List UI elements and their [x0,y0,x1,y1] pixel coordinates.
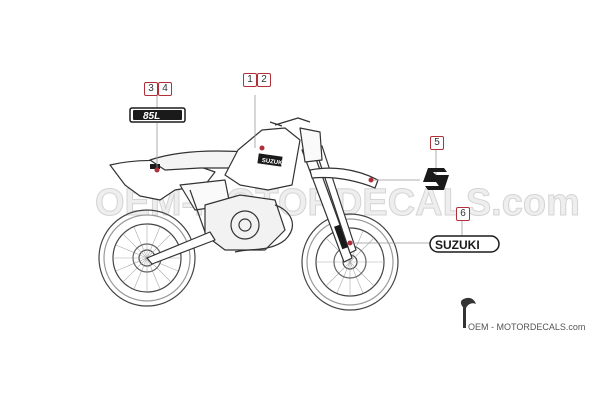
watermark-caption: OEM - MOTORDECALS.com [468,322,586,332]
decal-85l: 85L [129,107,186,123]
callout-3: 3 [144,82,158,96]
oem-logo [460,297,476,328]
bike-decal-marks: SUZUKI [150,153,348,250]
leader-dots [154,145,374,246]
callout-1: 1 [243,73,257,87]
front-wheel [301,213,399,311]
decal-s-logo [423,168,449,190]
callout-4: 4 [158,82,172,96]
callout-2: 2 [257,73,271,87]
svg-text:85L: 85L [143,111,160,122]
callout-6: 6 [456,207,470,221]
svg-text:SUZUKI: SUZUKI [435,238,480,252]
decal-suzuki: SUZUKI [429,235,500,253]
svg-text:SUZUKI: SUZUKI [261,158,284,167]
callout-5: 5 [430,136,444,150]
